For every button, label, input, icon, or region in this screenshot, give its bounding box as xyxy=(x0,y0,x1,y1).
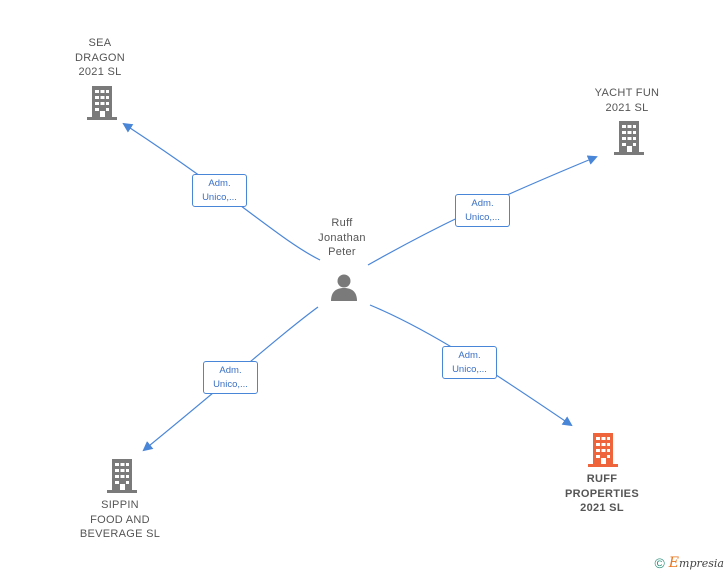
brand-footer[interactable]: © Empresia xyxy=(654,555,724,571)
relation-role: Adm. xyxy=(208,178,231,189)
building-icon[interactable] xyxy=(106,458,138,494)
person-name-line: Peter xyxy=(328,246,356,258)
person-name-line: Jonathan xyxy=(318,231,366,244)
company-name-sea-dragon[interactable]: SEA DRAGON 2021 SL xyxy=(60,36,140,80)
relation-role: Unico,... xyxy=(465,212,500,223)
person-icon[interactable] xyxy=(329,272,359,302)
company-name-sippin[interactable]: SIPPIN FOOD AND BEVERAGE SL xyxy=(64,498,176,542)
company-name-yacht-fun[interactable]: YACHT FUN 2021 SL xyxy=(585,86,669,115)
brand-logo: Empresia xyxy=(669,555,724,571)
company-name-line: 2021 SL xyxy=(605,101,649,114)
brand-name: mpresia xyxy=(679,557,724,570)
person-name-line: Ruff xyxy=(331,217,353,229)
company-name-ruff-properties[interactable]: RUFF PROPERTIES 2021 SL xyxy=(552,472,652,516)
relation-label-sea-dragon[interactable]: Adm. Unico,... xyxy=(192,174,247,207)
company-name-line: RUFF xyxy=(586,473,618,485)
building-icon-highlighted[interactable] xyxy=(587,432,619,468)
brand-initial: E xyxy=(668,555,680,571)
company-name-line: BEVERAGE SL xyxy=(79,528,161,540)
relation-label-sippin[interactable]: Adm. Unico,... xyxy=(203,361,258,394)
relation-role: Unico,... xyxy=(202,192,237,203)
building-icon[interactable] xyxy=(613,120,645,156)
company-name-line: SEA xyxy=(88,37,112,49)
company-name-line: SIPPIN xyxy=(101,499,139,511)
company-name-line: YACHT FUN xyxy=(594,87,660,99)
relation-role: Unico,... xyxy=(452,364,487,375)
relation-role: Unico,... xyxy=(213,379,248,390)
copyright-icon: © xyxy=(654,555,665,571)
person-name[interactable]: Ruff Jonathan Peter xyxy=(306,216,378,260)
company-name-line: 2021 SL xyxy=(580,502,624,514)
company-name-line: PROPERTIES xyxy=(565,487,639,500)
company-name-line: DRAGON xyxy=(74,51,126,64)
company-name-line: FOOD AND xyxy=(90,513,150,526)
relation-role: Adm. xyxy=(458,350,481,361)
company-name-line: 2021 SL xyxy=(78,66,122,78)
edge-sea-dragon xyxy=(122,122,321,261)
building-icon[interactable] xyxy=(86,85,118,121)
relation-label-ruff-properties[interactable]: Adm. Unico,... xyxy=(442,346,497,379)
relation-role: Adm. xyxy=(219,365,242,376)
relation-role: Adm. xyxy=(471,198,494,209)
relation-label-yacht-fun[interactable]: Adm. Unico,... xyxy=(455,194,510,227)
